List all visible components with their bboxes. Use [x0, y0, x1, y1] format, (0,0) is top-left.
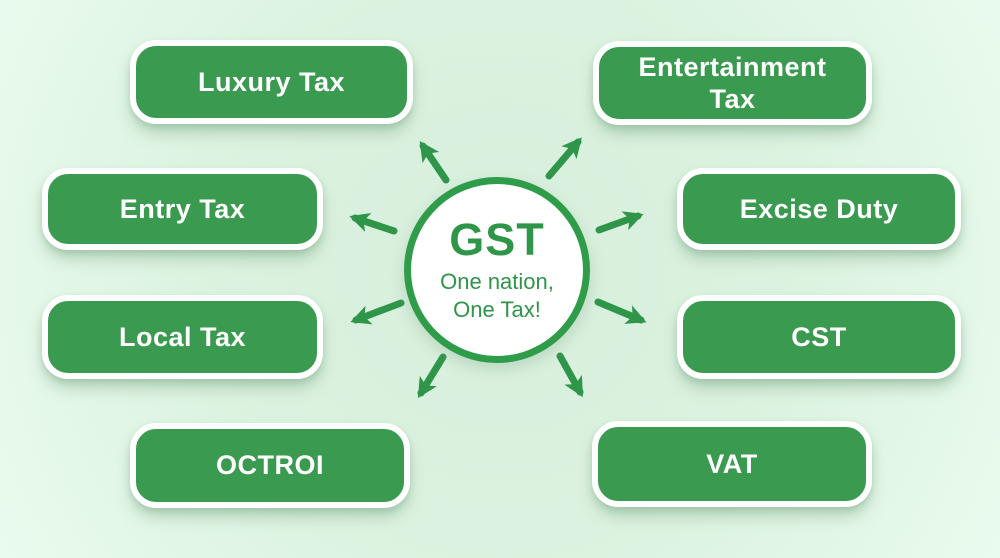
gst-title: GST [449, 214, 545, 265]
box-local-tax-label: Local Tax [118, 321, 247, 352]
arrow-to-entry-tax [349, 212, 398, 235]
gst-subtitle-line1: One nation, [440, 269, 554, 294]
box-excise-duty-label: Excise Duty [739, 193, 899, 224]
box-entertainment-tax-label: Entertainment Tax [638, 51, 827, 114]
arrow-to-luxury-tax [419, 141, 450, 184]
arrow-to-cst [594, 298, 647, 324]
box-entertainment-tax: Entertainment Tax [593, 41, 872, 125]
box-local-tax: Local Tax [42, 295, 323, 379]
box-vat: VAT [592, 421, 872, 507]
arrow-to-local-tax [350, 299, 405, 325]
box-luxury-tax: Luxury Tax [130, 40, 413, 124]
gst-subtitle-line2: One Tax! [453, 296, 541, 322]
box-cst: CST [677, 295, 961, 379]
box-entry-tax: Entry Tax [42, 168, 323, 250]
arrow-to-entertainment-tax [545, 137, 582, 180]
gst-subtitle: One nation, One Tax! [440, 268, 554, 323]
arrow-to-vat [556, 352, 584, 398]
arrow-to-excise-duty [595, 211, 644, 234]
box-octroi-label: OCTROI [216, 450, 324, 481]
box-vat-label: VAT [706, 448, 758, 479]
box-octroi: OCTROI [130, 423, 410, 508]
box-cst-label: CST [791, 321, 847, 352]
arrow-to-octroi [417, 353, 447, 399]
box-excise-duty: Excise Duty [677, 168, 961, 250]
box-luxury-tax-label: Luxury Tax [197, 66, 346, 97]
gst-center-circle: GST One nation, One Tax! [404, 177, 590, 363]
box-entry-tax-label: Entry Tax [119, 193, 246, 224]
